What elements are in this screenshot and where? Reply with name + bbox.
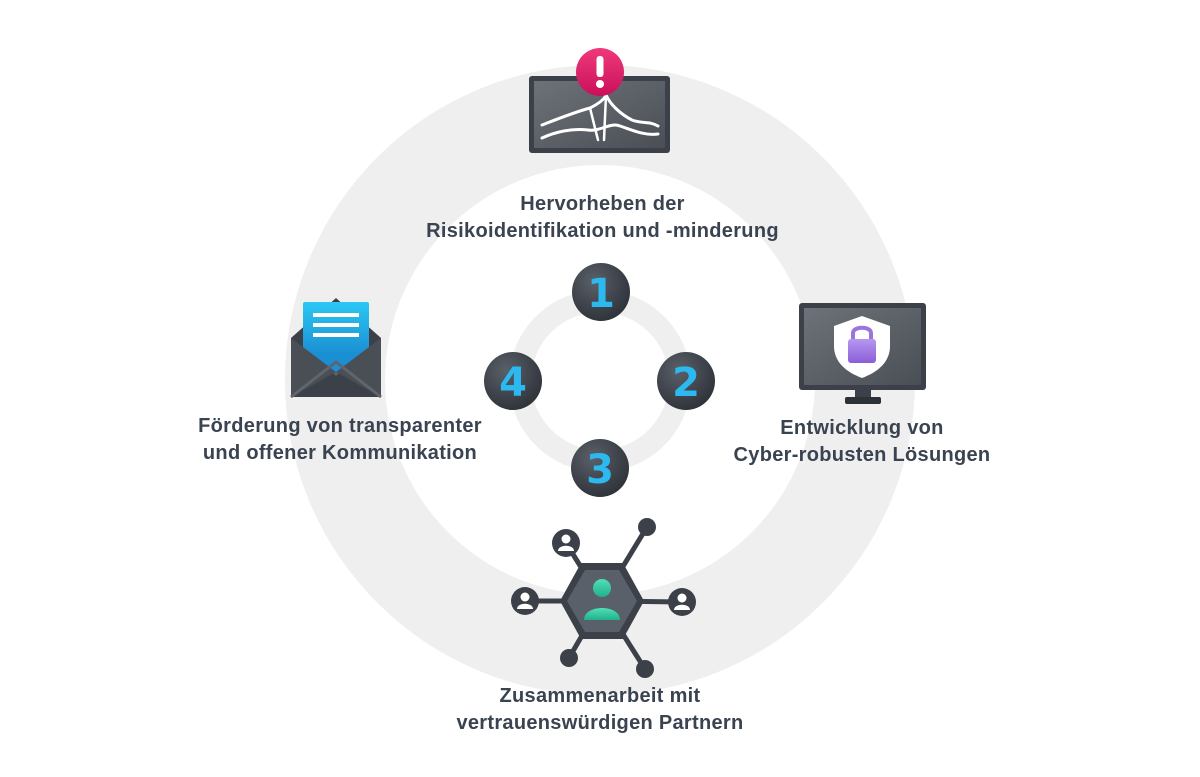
step-2-label-line-1: Entwicklung von bbox=[780, 417, 944, 439]
step-2-label: Entwicklung von Cyber-robusten Lösungen bbox=[712, 415, 1012, 469]
step-badge-2: 2 bbox=[657, 352, 715, 410]
step-1-label: Hervorheben der Risikoidentifikation und… bbox=[400, 191, 805, 245]
step-4-label-line-2: und offener Kommunikation bbox=[202, 442, 478, 464]
partner-person-icon bbox=[511, 587, 539, 615]
alert-monitor-icon bbox=[529, 48, 670, 153]
step-1-label-line-2: Risikoidentifikation und -minderung bbox=[426, 220, 779, 242]
partner-person-icon bbox=[552, 529, 580, 557]
step-4-label-line-1: Förderung von transparenter bbox=[198, 415, 482, 437]
step-number-3: 3 bbox=[586, 447, 614, 493]
inner-ring bbox=[509, 290, 691, 472]
step-3-label: Zusammenarbeit mit vertrauenswürdigen Pa… bbox=[430, 683, 770, 737]
step-2-label-line-2: Cyber-robusten Lösungen bbox=[733, 444, 991, 466]
step-number-1: 1 bbox=[587, 271, 615, 317]
step-badge-4: 4 bbox=[484, 352, 542, 410]
shield-lock-monitor-icon bbox=[799, 303, 926, 404]
step-3-label-line-1: Zusammenarbeit mit bbox=[499, 685, 701, 707]
open-envelope-icon bbox=[290, 298, 382, 399]
partner-network-icon bbox=[511, 518, 696, 678]
step-badge-3: 3 bbox=[571, 439, 629, 497]
step-4-label: Förderung von transparenter und offener … bbox=[185, 413, 495, 467]
step-3-label-line-2: vertrauenswürdigen Partnern bbox=[456, 712, 744, 734]
partner-person-icon bbox=[668, 588, 696, 616]
step-1-label-line-1: Hervorheben der bbox=[520, 193, 685, 215]
step-number-2: 2 bbox=[672, 360, 700, 406]
step-number-4: 4 bbox=[499, 360, 527, 406]
step-badge-1: 1 bbox=[572, 263, 630, 321]
